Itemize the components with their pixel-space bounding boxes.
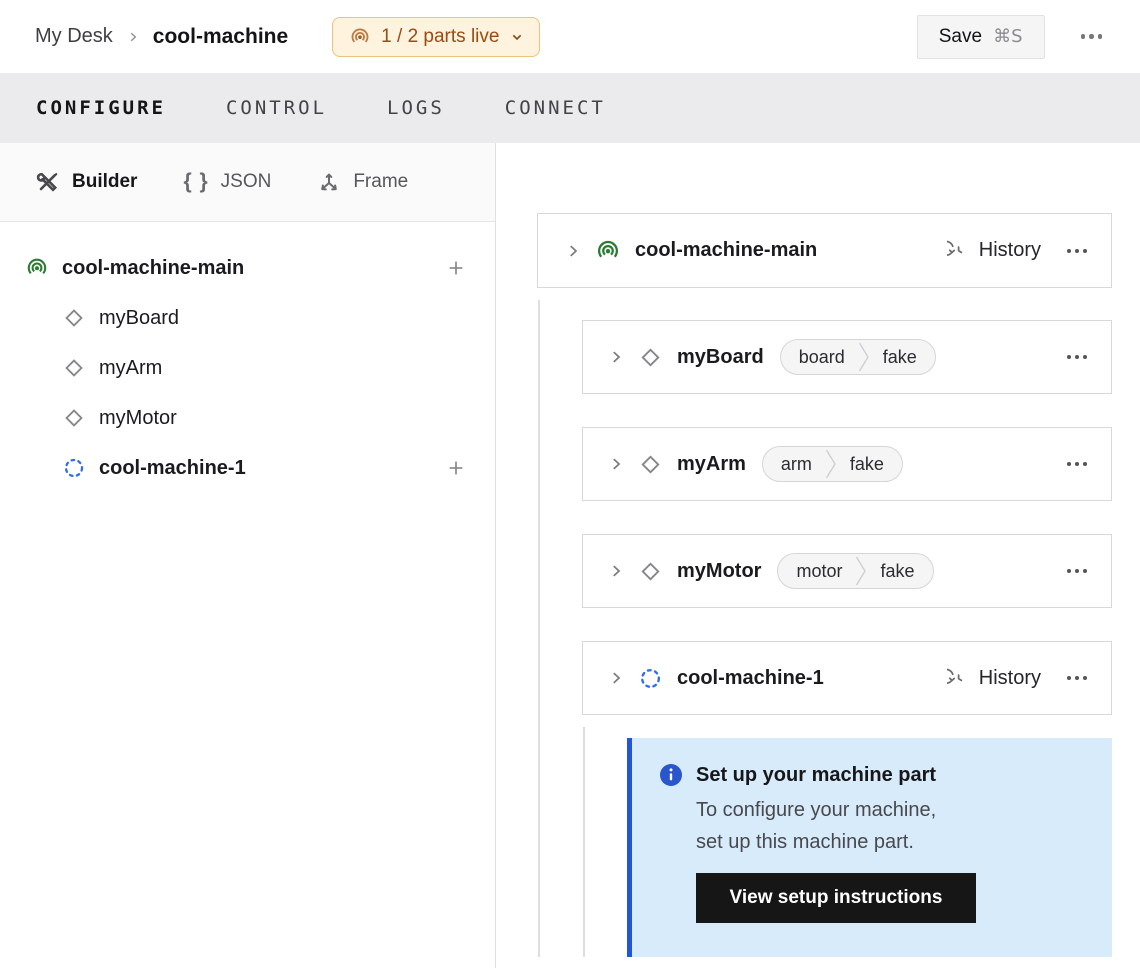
card-more-menu-icon[interactable] [1067,245,1087,257]
component-icon [62,306,86,330]
tag-divider-icon [856,556,867,586]
mode-frame-label: Frame [353,171,409,192]
view-mode-switcher: Builder { } JSON Frame [0,143,495,222]
parts-live-label: 1 / 2 parts live [381,25,500,47]
config-main-panel: cool-machine-main History [496,143,1140,968]
header-more-menu-icon[interactable] [1073,26,1111,47]
machine-live-icon [25,256,49,280]
machine-parts-tree: cool-machine-main myBoard myArm [0,222,495,493]
axes-icon [317,170,341,194]
tag-divider-icon [858,342,869,372]
card-title: myMotor [677,559,762,582]
tree-item-label: myBoard [99,306,180,329]
callout-title: Set up your machine part [696,763,937,786]
tree-item-myarm[interactable]: myArm [0,343,495,393]
mode-builder-label: Builder [72,171,138,192]
tree-item-label: myArm [99,356,163,379]
card-myarm: myArm arm fake [582,427,1112,501]
tree-item-label: cool-machine-1 [99,456,246,479]
tab-configure[interactable]: CONFIGURE [36,97,166,119]
model-tag: fake [849,453,884,474]
add-component-button[interactable] [445,257,467,279]
card-more-menu-icon[interactable] [1067,672,1087,684]
model-tag: fake [882,346,917,367]
breadcrumb-machine-name: cool-machine [152,24,289,48]
history-button[interactable]: History [946,666,1041,690]
add-component-button[interactable] [445,457,467,479]
save-label: Save [938,25,983,47]
type-tag: board [798,346,845,367]
machine-offline-icon [62,456,86,480]
component-icon [638,345,663,370]
config-sidebar: Builder { } JSON Frame [0,143,496,968]
braces-icon: { } [183,170,209,193]
component-type-model-tag: board fake [779,339,936,375]
save-shortcut: ⌘S [993,26,1023,47]
breadcrumb-root[interactable]: My Desk [35,25,113,47]
mode-json[interactable]: { } JSON [183,170,271,194]
history-icon [946,667,970,690]
type-tag: arm [780,453,812,474]
card-title: cool-machine-main [635,239,818,261]
chevron-down-icon [509,29,525,45]
tools-icon [36,170,60,194]
save-button[interactable]: Save ⌘S [916,14,1045,59]
component-type-model-tag: motor fake [777,553,934,589]
mode-builder[interactable]: Builder [36,170,137,194]
mode-json-label: JSON [220,171,272,192]
card-more-menu-icon[interactable] [1067,458,1087,470]
card-title: cool-machine-1 [677,666,824,689]
breadcrumb-chevron-icon [126,30,140,44]
machine-signal-icon [349,26,371,48]
tab-connect[interactable]: CONNECT [504,97,606,119]
content-area: Builder { } JSON Frame [0,143,1140,968]
tab-logs[interactable]: LOGS [387,97,445,119]
tree-item-label: myMotor [99,406,177,429]
tree-item-cool-machine-1[interactable]: cool-machine-1 [0,443,495,493]
card-myboard: myBoard board fake [582,320,1112,394]
expand-chevron-icon[interactable] [564,242,582,260]
expand-chevron-icon[interactable] [607,348,625,366]
card-cool-machine-1: cool-machine-1 History [582,641,1112,715]
mode-frame[interactable]: Frame [317,170,408,194]
type-tag: motor [796,560,843,581]
history-label: History [978,239,1041,261]
view-setup-instructions-button[interactable]: View setup instructions [696,873,976,923]
setup-info-callout: Set up your machine part To configure yo… [627,738,1112,957]
expand-chevron-icon[interactable] [607,562,625,580]
machine-tabs: CONFIGURE CONTROL LOGS CONNECT [0,73,1140,143]
machine-live-icon [595,238,621,264]
tab-control[interactable]: CONTROL [225,97,328,119]
history-icon [946,239,970,262]
tree-guide-line [538,300,540,957]
model-tag: fake [880,560,915,581]
component-type-model-tag: arm fake [761,446,903,482]
callout-body: To configure your machine, set up this m… [696,799,937,853]
component-icon [638,452,663,477]
card-mymotor: myMotor motor fake [582,534,1112,608]
card-title: myArm [677,452,746,475]
card-cool-machine-main: cool-machine-main History [537,213,1112,288]
parts-live-dropdown[interactable]: 1 / 2 parts live [332,16,541,57]
tree-item-mymotor[interactable]: myMotor [0,393,495,443]
machine-offline-icon [638,666,663,691]
component-icon [62,356,86,380]
top-header: My Desk cool-machine 1 / 2 parts live Sa… [0,0,1140,73]
card-more-menu-icon[interactable] [1067,565,1087,577]
tree-item-myboard[interactable]: myBoard [0,293,495,343]
component-icon [62,406,86,430]
tag-divider-icon [825,449,836,479]
history-button[interactable]: History [946,239,1041,262]
card-more-menu-icon[interactable] [1067,351,1087,363]
tree-guide-line [583,727,585,957]
component-icon [638,559,663,584]
history-label: History [978,666,1041,689]
card-title: myBoard [677,345,764,368]
tree-item-label: cool-machine-main [62,256,245,279]
tree-item-cool-machine-main[interactable]: cool-machine-main [0,243,495,293]
info-icon [659,763,683,787]
expand-chevron-icon[interactable] [607,455,625,473]
expand-chevron-icon[interactable] [607,669,625,687]
